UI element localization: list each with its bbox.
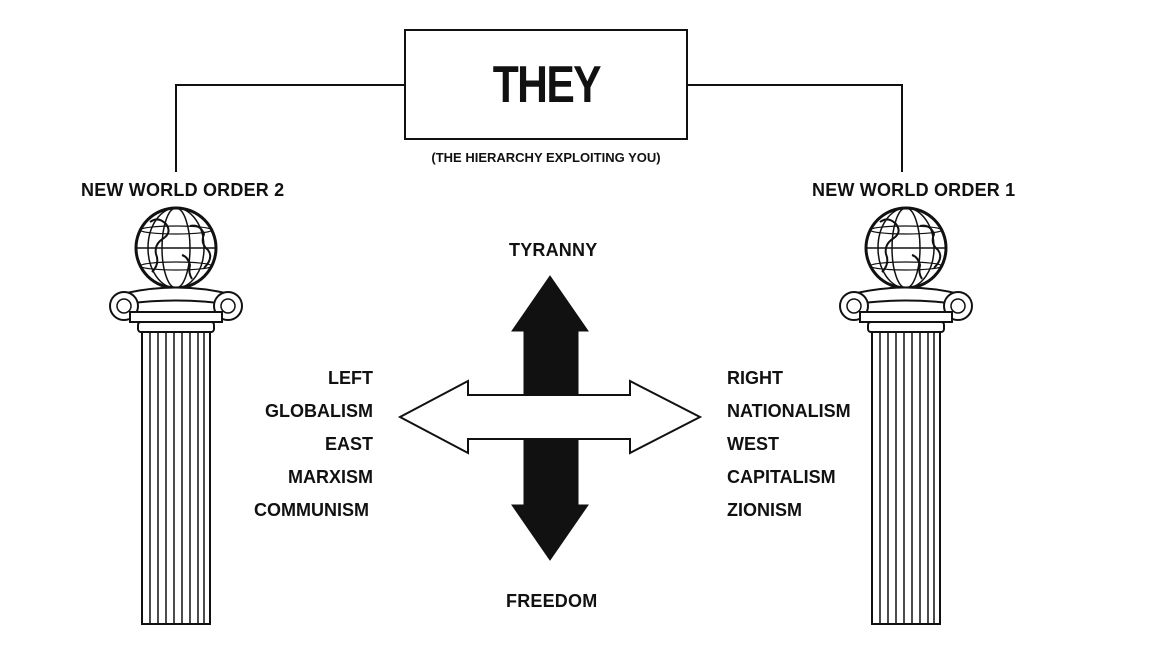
list-item: WEST — [727, 434, 779, 454]
list-item: MARXISM — [288, 467, 373, 487]
right-terms-list: RIGHT NATIONALISM WEST CAPITALISM ZIONIS… — [727, 368, 887, 533]
list-item: LEFT — [328, 368, 373, 388]
title-box: THEY — [404, 29, 688, 140]
axis-top-label: TYRANNY — [509, 240, 598, 260]
globe-icon — [864, 206, 948, 290]
right-pillar-label: NEW WORLD ORDER 1 — [812, 180, 1016, 200]
list-item: EAST — [324, 434, 373, 454]
connector-left — [175, 84, 404, 172]
double-arrow-horizontal — [397, 379, 703, 455]
list-item: NATIONALISM — [727, 401, 851, 421]
left-terms-list: LEFT GLOBALISM EAST MARXISM COMMUNISM — [230, 368, 373, 533]
list-item: COMMUNISM — [254, 500, 369, 520]
connector-right — [688, 84, 903, 172]
subtitle: (THE HIERARCHY EXPLOITING YOU) — [431, 150, 661, 165]
title: THEY — [492, 55, 601, 114]
list-item: CAPITALISM — [727, 467, 836, 487]
left-pillar-label: NEW WORLD ORDER 2 — [81, 180, 285, 200]
globe-icon — [134, 206, 218, 290]
list-item: GLOBALISM — [265, 401, 373, 421]
list-item: RIGHT — [727, 368, 783, 388]
list-item: ZIONISM — [727, 500, 802, 520]
axis-bottom-label: FREEDOM — [506, 591, 598, 611]
ionic-column-icon — [109, 286, 243, 625]
ionic-column-icon — [839, 286, 973, 625]
